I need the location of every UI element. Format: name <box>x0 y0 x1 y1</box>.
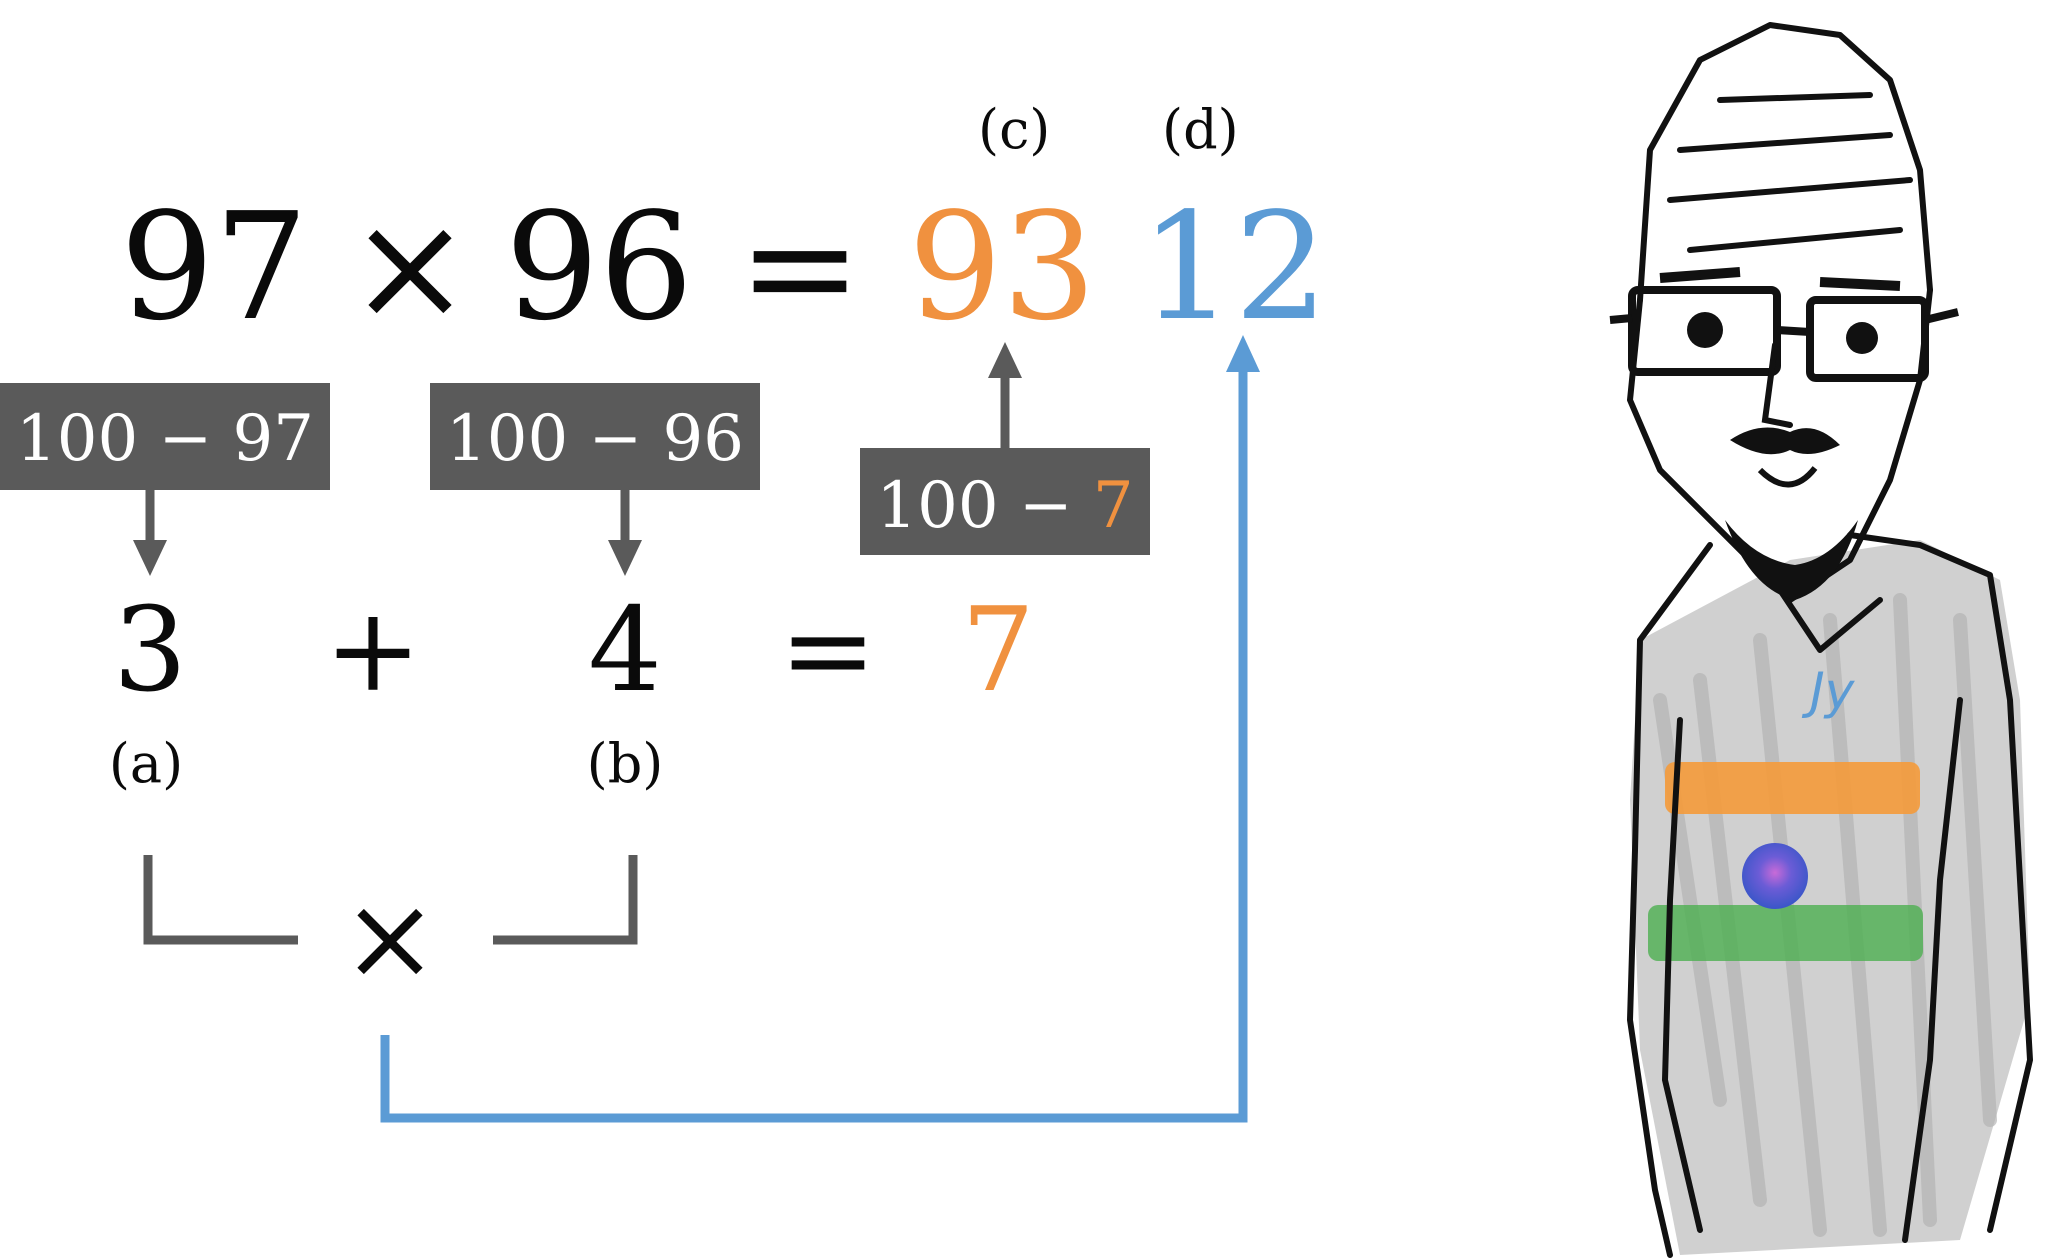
times-sign: × <box>348 181 472 353</box>
turban-outline <box>1637 22 1933 303</box>
plus-sign: + <box>324 583 421 718</box>
flag-stripes-icon <box>1648 762 1923 961</box>
arrowhead-up-3 <box>988 342 1022 378</box>
sum-row: 3 + 4 = 7 <box>113 583 1035 718</box>
blue-path <box>380 365 1248 1123</box>
box-100-minus-7: 100 − 7 <box>860 448 1150 555</box>
beard-icon <box>1725 520 1858 600</box>
character-sketch: Jy <box>1609 22 2033 1258</box>
deficit-b: 4 <box>588 583 662 718</box>
arrowhead-down-2 <box>608 540 642 576</box>
shirt-shading <box>1630 540 2030 1255</box>
turban-fold-2 <box>1667 177 1913 203</box>
turban-fold-3 <box>1687 227 1903 253</box>
nose <box>1761 342 1793 428</box>
box3-text: 100 − 7 <box>876 469 1133 543</box>
box3-value: 7 <box>1093 469 1134 543</box>
label-c: (c) <box>978 98 1050 161</box>
eye-left-icon <box>1687 312 1723 348</box>
collar <box>1777 587 1883 653</box>
mustache-icon <box>1730 427 1840 455</box>
label-d: (d) <box>1162 98 1239 161</box>
result-left-digits: 93 <box>908 181 1096 353</box>
result-right-digits: 12 <box>1140 181 1328 353</box>
main-equation: 97 × 96 = 93 12 <box>120 181 1328 353</box>
box-100-minus-97: 100 − 97 <box>0 383 330 490</box>
body-outline-right <box>1847 532 2033 1233</box>
turban-fold-4 <box>1717 92 1873 103</box>
mouth <box>1757 466 1818 488</box>
body-outline-left <box>1627 542 1713 1258</box>
box-100-minus-96: 100 − 96 <box>430 383 760 490</box>
arm-right <box>1902 697 1963 1243</box>
box3-prefix: 100 − <box>876 469 1092 543</box>
product-times-sign: × <box>341 871 438 1006</box>
box2-text: 100 − 96 <box>446 402 744 476</box>
product-brackets <box>143 855 638 945</box>
eye-right-icon <box>1846 322 1878 354</box>
shirt-initials: Jy <box>1801 662 1856 720</box>
box1-text: 100 − 97 <box>16 402 314 476</box>
arrowhead-down-1 <box>133 540 167 576</box>
label-a: (a) <box>109 732 183 795</box>
turban-fold-1 <box>1677 132 1893 153</box>
sum-result: 7 <box>961 583 1035 718</box>
multiplier: 96 <box>505 181 693 353</box>
arm-left <box>1662 717 1703 1233</box>
equals-sign: = <box>738 181 862 353</box>
blue-connector <box>380 335 1260 1123</box>
label-b: (b) <box>587 732 664 795</box>
arrow-heads <box>133 342 1022 576</box>
bracket-right <box>493 855 638 945</box>
glasses-icon <box>1609 267 1959 382</box>
sum-equals: = <box>779 583 876 718</box>
blue-arrowhead <box>1226 335 1260 372</box>
deficit-a: 3 <box>113 583 187 718</box>
multiplicand: 97 <box>120 181 308 353</box>
gray-arrows <box>145 372 1010 548</box>
head-outline <box>1627 287 1933 603</box>
bracket-left <box>143 855 298 945</box>
chakra-icon <box>1742 843 1808 909</box>
